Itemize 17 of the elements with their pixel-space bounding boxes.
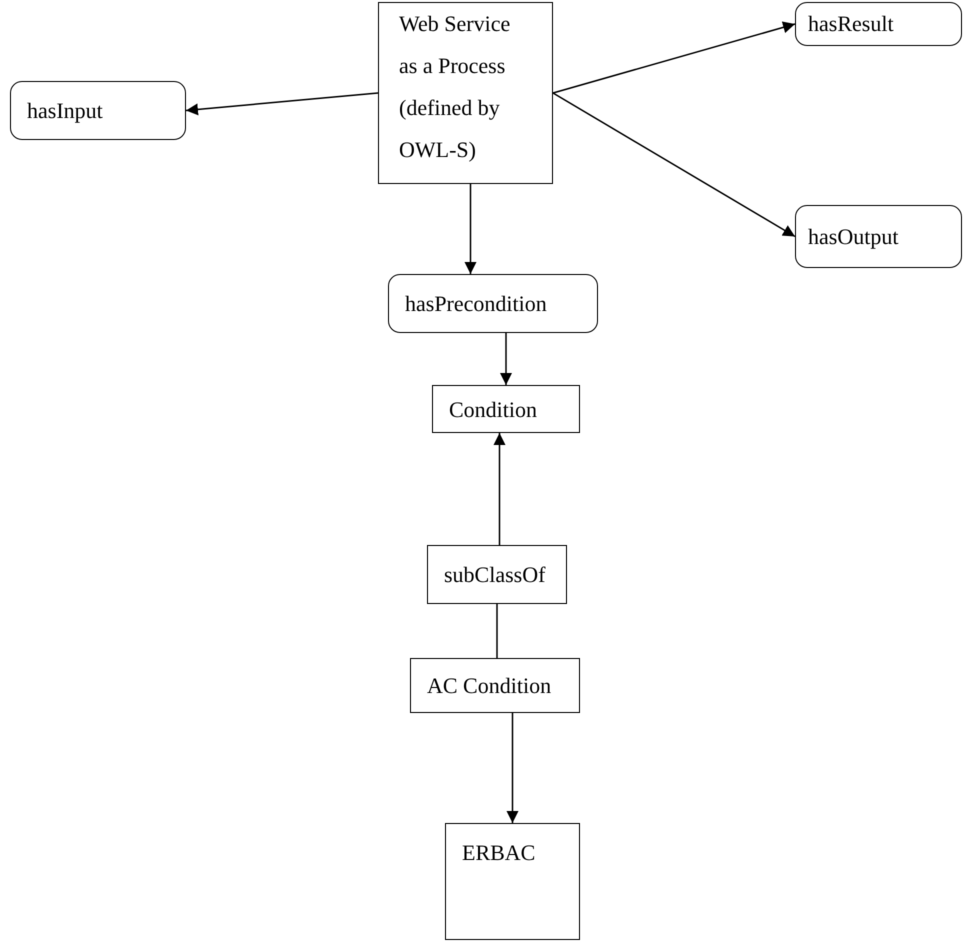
- process-box: AC Condition: [410, 658, 580, 713]
- arrow: [494, 433, 506, 545]
- rounded-box: hasResult: [795, 2, 962, 46]
- rounded-box: hasPrecondition: [388, 274, 598, 333]
- connector-line: [496, 604, 498, 658]
- arrow: [506, 713, 518, 823]
- process-box: Condition: [432, 385, 580, 433]
- arrow: [552, 92, 796, 238]
- process-box: ERBAC: [445, 823, 580, 940]
- arrow: [186, 92, 378, 116]
- rounded-box: hasInput: [10, 81, 186, 140]
- arrow: [464, 184, 476, 274]
- process-box: subClassOf: [427, 545, 567, 604]
- process-box: Web Service as a Process (defined by OWL-S): [378, 2, 553, 184]
- arrow: [500, 333, 512, 385]
- arrow: [552, 22, 796, 94]
- rounded-box: hasOutput: [795, 205, 962, 268]
